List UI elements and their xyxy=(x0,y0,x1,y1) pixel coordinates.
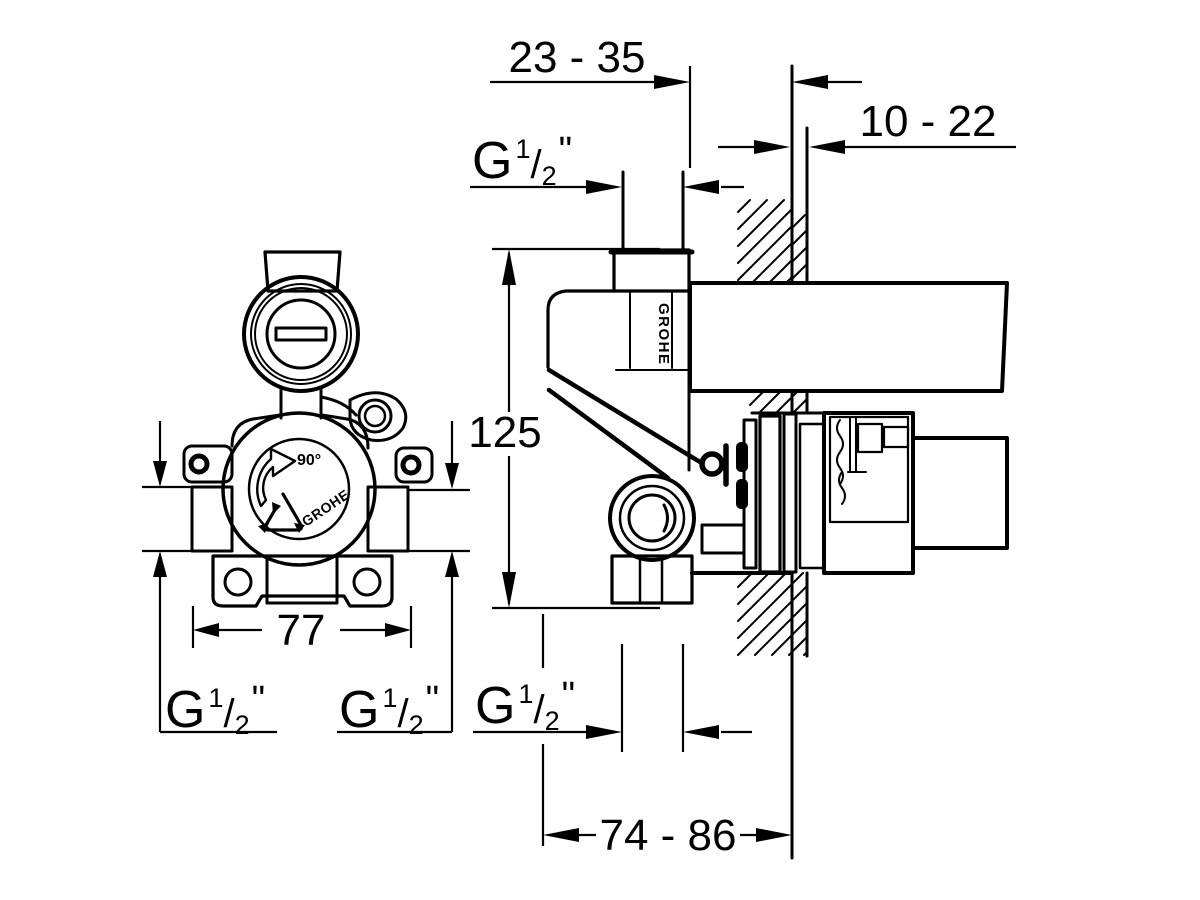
front-upper-ear-hole xyxy=(363,404,387,428)
front-cap-ring xyxy=(250,283,352,385)
dim-77-left-arrowhead xyxy=(193,623,219,637)
left-down-arrowhead xyxy=(153,461,167,487)
dim-23-35-right-arrowhead xyxy=(654,75,690,89)
front-view: 90° GROHE xyxy=(182,250,434,608)
seal-ring-lower xyxy=(736,479,748,509)
dim-height: 125 xyxy=(468,247,660,610)
wall-hatch-bottom xyxy=(737,572,808,656)
top-port-tube xyxy=(621,170,685,252)
right-up-arrowhead xyxy=(445,551,459,577)
side-step-flange xyxy=(700,523,746,555)
left-up-arrowhead xyxy=(153,551,167,577)
dim-10-22-left-arrowhead xyxy=(809,140,845,154)
front-right-wing xyxy=(394,446,434,484)
dim-74-86-right-arrowhead xyxy=(756,828,792,842)
wall-section xyxy=(737,64,809,860)
dim-125-lines xyxy=(492,247,660,610)
dim-g-top-right-arrowhead xyxy=(586,180,622,194)
front-cap-ring2 xyxy=(254,287,348,381)
dim-10-22-right-arrowhead xyxy=(754,140,790,154)
dim-74-86-left-arrowhead xyxy=(543,828,579,842)
left-port-block xyxy=(190,485,234,553)
bracket-hole-left xyxy=(223,567,253,597)
bottom-stub-front xyxy=(265,554,339,605)
side-body-diagonal-brace xyxy=(546,367,703,481)
right-g-leader xyxy=(337,566,454,734)
bottom-outlet-slot xyxy=(662,503,669,533)
rear-housing-inner xyxy=(828,415,910,524)
left-port-ext-lines xyxy=(142,485,192,553)
side-view: GROHE xyxy=(546,170,1009,605)
side-body-left-outline xyxy=(546,289,616,369)
dim-23-35-lines xyxy=(490,66,862,168)
wall-plate-3 xyxy=(782,412,798,574)
wall-plate-4 xyxy=(798,422,826,570)
rear-housing-box xyxy=(822,411,915,575)
front-neck xyxy=(279,388,358,420)
dim-label-depth: 74 - 86 xyxy=(600,811,737,860)
supply-pipe-upper xyxy=(688,281,1009,393)
right-port-ext-lines xyxy=(408,488,470,553)
dim-g-bottom-left-arrowhead xyxy=(683,725,719,739)
dim-top-offset: 23 - 35 xyxy=(490,33,862,168)
side-cap xyxy=(612,248,691,293)
front-body-circle xyxy=(221,411,377,567)
dim-label-width: 77 xyxy=(277,606,326,655)
bottom-outlet-ring xyxy=(618,484,686,552)
dim-wall-thickness: 10 - 22 xyxy=(718,97,1016,154)
wall-hatch-top xyxy=(737,199,808,283)
retaining-clip xyxy=(699,443,729,487)
rear-thread-detail xyxy=(836,417,910,505)
front-upper-ear xyxy=(348,391,408,442)
dim-74-86-lines xyxy=(541,614,756,846)
front-cap-outer xyxy=(242,275,360,393)
right-down-arrowhead xyxy=(445,463,459,489)
right-mounting-hole xyxy=(400,454,422,476)
side-body-detail-lines xyxy=(615,292,689,371)
dim-label-height: 125 xyxy=(468,408,541,457)
supply-pipe-rear xyxy=(911,436,1009,550)
bottom-outlet-outer xyxy=(608,474,696,562)
dim-g-bottom-right-arrowhead xyxy=(586,725,622,739)
bracket-hole-right xyxy=(352,567,382,597)
dim-125-bottom-arrowhead xyxy=(502,572,516,608)
rotation-90-label: 90° xyxy=(297,452,321,469)
dim-23-35-left-arrowhead xyxy=(792,75,828,89)
bottom-bracket-front xyxy=(211,554,394,608)
dim-125-top-arrowhead xyxy=(502,249,516,285)
recycle-icon xyxy=(258,492,305,533)
grohe-logo-side: GROHE xyxy=(655,303,672,366)
rotate-90-arrow-icon xyxy=(256,447,297,508)
front-body-inner-circle xyxy=(247,437,351,541)
left-g-leader xyxy=(158,566,277,734)
dim-label-wall-thickness: 10 - 22 xyxy=(860,97,997,146)
dim-depth: 74 - 86 xyxy=(541,614,792,860)
dim-77-lines xyxy=(191,606,413,648)
front-body-shoulders xyxy=(230,413,370,450)
dim-g-top-left-arrowhead xyxy=(683,180,719,194)
front-cap-inner xyxy=(265,298,337,370)
screw-slot xyxy=(274,326,328,342)
dim-77-right-arrowhead xyxy=(385,623,411,637)
front-left-wing xyxy=(182,444,234,484)
left-mounting-hole xyxy=(188,453,210,475)
wall-plate-2 xyxy=(758,414,782,574)
wall-hatch-middle xyxy=(749,391,808,414)
bottom-outlet-bore xyxy=(627,493,677,543)
bottom-bracket-side xyxy=(610,554,694,605)
dim-g-bottom-lines xyxy=(473,644,752,752)
seal-ring-upper xyxy=(736,442,748,472)
dim-label-top-offset: 23 - 35 xyxy=(509,33,646,82)
front-upper-ear-ring xyxy=(357,398,393,434)
bottom-stub-side xyxy=(638,558,664,605)
